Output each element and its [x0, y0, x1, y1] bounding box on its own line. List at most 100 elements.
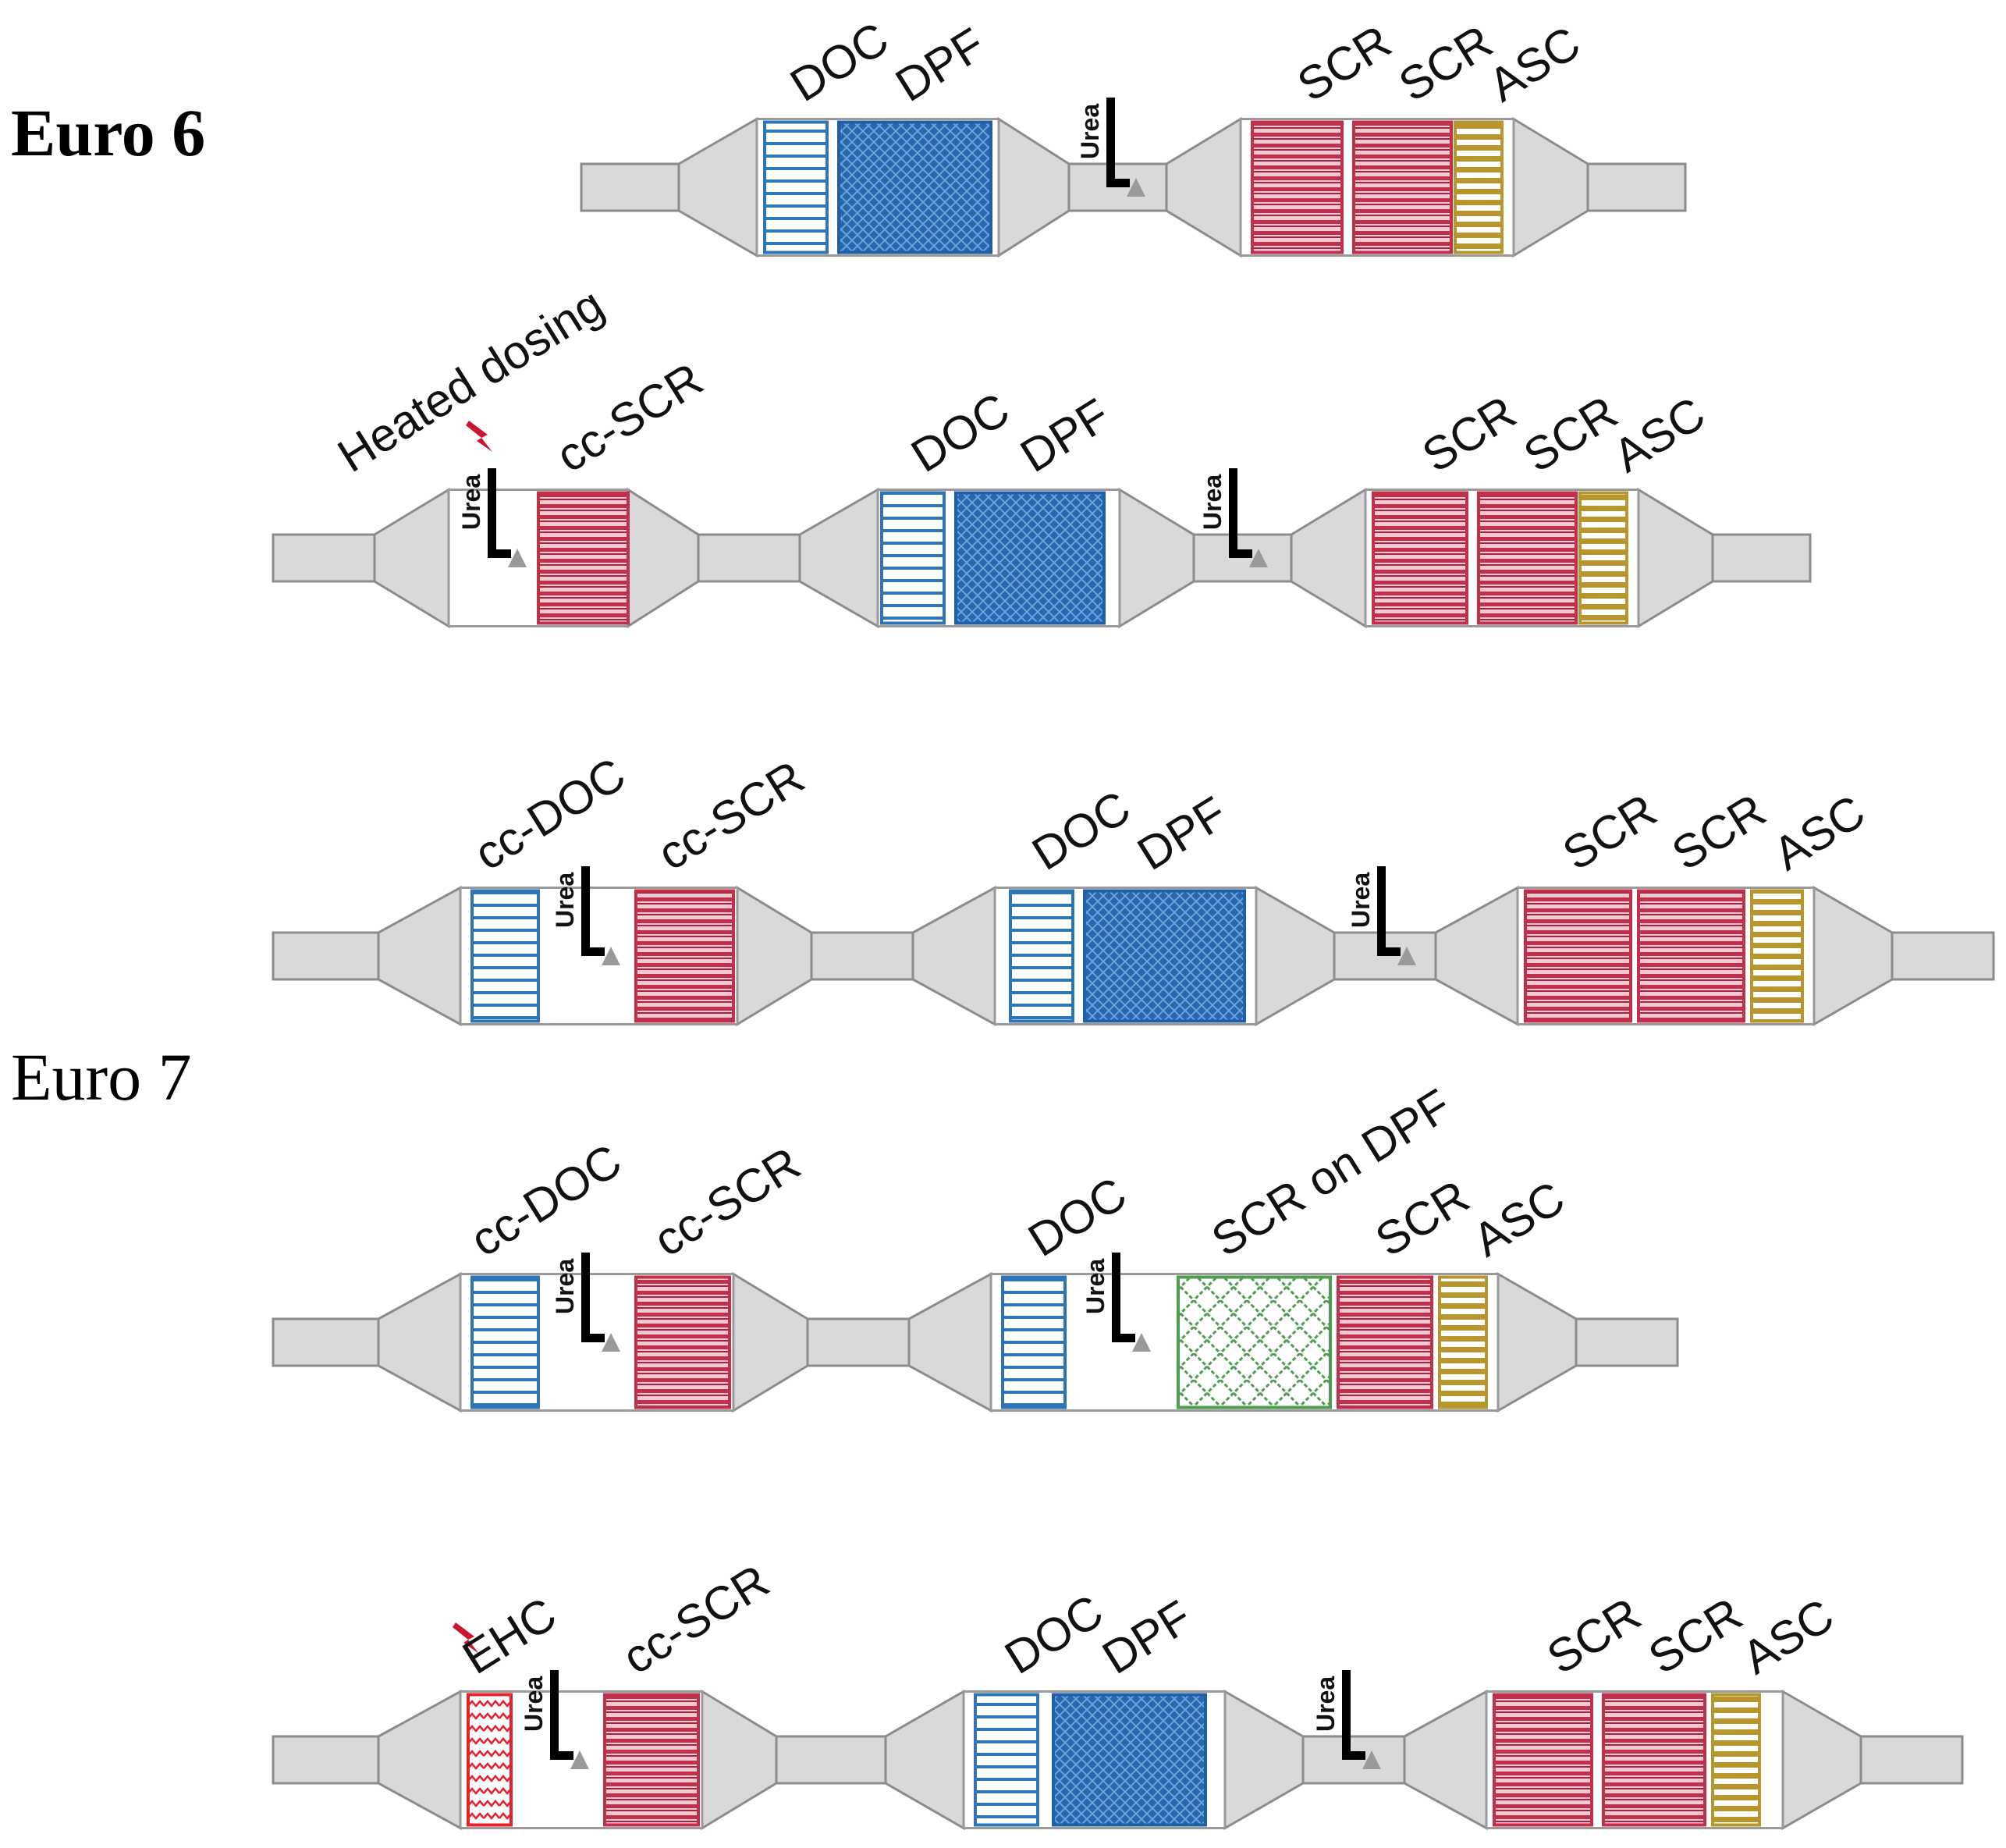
component-label: DPF — [1011, 389, 1118, 482]
urea-label: Urea — [551, 872, 579, 928]
urea-injector — [488, 468, 496, 558]
urea-injector — [1112, 1253, 1120, 1342]
component-label: SCR — [1553, 784, 1665, 880]
urea-injector — [1377, 866, 1386, 956]
outlet-cone — [1118, 487, 1195, 629]
asc-brick — [1454, 120, 1504, 254]
component-label: ASC — [1604, 387, 1713, 482]
pipe — [272, 533, 376, 583]
dpf-brick — [1083, 889, 1246, 1023]
pipe — [697, 533, 801, 583]
component-label: DOC — [996, 1585, 1112, 1684]
component-label: DPF — [1093, 1590, 1200, 1684]
scr-brick — [537, 491, 630, 625]
outlet-cone — [1512, 116, 1589, 258]
urea-label: Urea — [1081, 1259, 1110, 1314]
ehc-brick — [467, 1693, 513, 1827]
pipe — [1859, 1735, 1964, 1785]
asc-brick — [1438, 1275, 1488, 1409]
urea-spray-cone — [1249, 549, 1268, 567]
inlet-cone — [911, 885, 996, 1027]
urea-label: Urea — [1347, 872, 1375, 928]
outlet-cone — [1223, 1689, 1305, 1831]
scr-brick — [634, 889, 735, 1023]
pipe — [1711, 533, 1812, 583]
scr-brick — [1524, 889, 1632, 1023]
component-label: DOC — [902, 383, 1018, 482]
inlet-cone — [377, 1271, 462, 1413]
urea-injector — [1229, 468, 1237, 558]
inlet-cone — [377, 1689, 462, 1831]
urea-injector-foot — [581, 1334, 605, 1342]
doc-brick — [763, 120, 829, 254]
component-label: ASC — [1733, 1589, 1842, 1684]
urea-label: Urea — [520, 1676, 548, 1732]
inlet-cone — [1434, 885, 1519, 1027]
scr-brick — [603, 1693, 700, 1827]
pipe — [580, 162, 680, 212]
component-label: DOC — [781, 12, 897, 112]
urea-spray-cone — [570, 1750, 589, 1769]
inlet-cone — [1165, 116, 1242, 258]
dpf-brick — [1052, 1693, 1207, 1827]
urea-injector-foot — [1106, 179, 1130, 187]
urea-injector — [1342, 1670, 1351, 1760]
doc-brick — [974, 1693, 1039, 1827]
component-label: SCR — [1413, 386, 1525, 482]
dpf-brick — [837, 120, 992, 254]
outlet-cone — [1255, 885, 1336, 1027]
outlet-cone — [1781, 1689, 1862, 1831]
urea-injector — [581, 866, 590, 956]
doc-brick — [470, 889, 540, 1023]
outlet-cone — [627, 487, 700, 629]
urea-injector — [1106, 98, 1115, 187]
dpf-brick — [954, 491, 1106, 625]
pipe — [1575, 1317, 1679, 1367]
component-label: SCR — [1663, 784, 1774, 880]
inlet-cone — [373, 487, 450, 629]
scr-brick — [1251, 120, 1344, 254]
urea-injector-foot — [488, 549, 511, 558]
pipe — [272, 931, 380, 981]
outlet-cone — [732, 1271, 809, 1413]
urea-label: Urea — [551, 1259, 579, 1314]
pipe — [810, 931, 914, 981]
scr-brick — [634, 1275, 731, 1409]
outlet-cone — [736, 885, 813, 1027]
urea-spray-cone — [602, 947, 620, 965]
component-label: cc-SCR — [547, 353, 712, 482]
scr-brick — [1337, 1275, 1433, 1409]
asc-brick — [1750, 889, 1804, 1023]
outlet-cone — [997, 116, 1070, 258]
asc-brick — [1578, 491, 1628, 625]
component-label: ASC — [1464, 1171, 1573, 1267]
pipe — [272, 1317, 380, 1367]
urea-injector — [550, 1670, 559, 1760]
component-label: SCR — [1288, 15, 1400, 112]
doc-brick — [470, 1275, 540, 1409]
component-label: SCR — [1639, 1587, 1751, 1684]
urea-spray-cone — [602, 1333, 620, 1352]
component-label: DPF — [1128, 787, 1235, 880]
scr-brick — [1637, 889, 1745, 1023]
urea-spray-cone — [1132, 1333, 1151, 1352]
inlet-cone — [677, 116, 758, 258]
pipe — [775, 1735, 887, 1785]
euro7-heading: Euro 7 — [11, 1040, 192, 1114]
pipe — [1586, 162, 1687, 212]
scr-brick — [1372, 491, 1468, 625]
euro6-heading: Euro 6 — [11, 95, 206, 170]
component-label: DOC — [1019, 1167, 1135, 1267]
urea-label: Urea — [1076, 104, 1104, 159]
inlet-cone — [1403, 1689, 1488, 1831]
doc-brick — [1001, 1275, 1067, 1409]
scr_on_dpf-brick — [1177, 1275, 1332, 1409]
urea-injector-foot — [1377, 947, 1401, 956]
urea-injector-foot — [1342, 1751, 1365, 1760]
component-label: DPF — [886, 18, 993, 112]
outlet-cone — [1497, 1271, 1578, 1413]
